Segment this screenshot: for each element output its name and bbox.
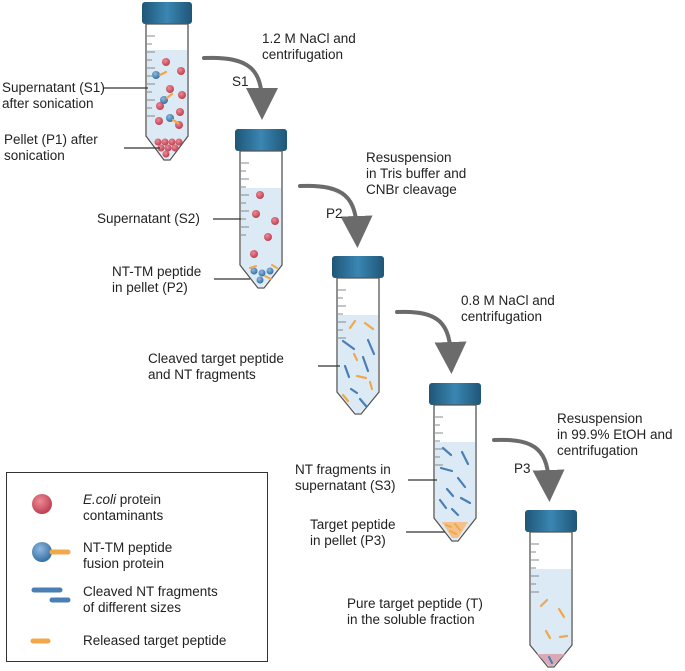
tube-cap [235,129,287,151]
step-4-label: P3 [514,461,531,476]
tube-cap [429,383,481,405]
tube-1 [142,2,192,161]
arrow-p2 [298,183,373,248]
contaminant-particles [250,191,279,258]
red-circle-icon [32,494,52,514]
tube-5 [525,510,577,668]
contaminant-particles [155,58,186,129]
tube-2 [235,129,287,289]
fragments-and-peptides [341,319,376,408]
callout-supernatant-s2: Supernatant (S2) [97,211,200,226]
legend [6,472,268,662]
pellet-p2 [249,264,278,284]
step-2-label: P2 [326,206,343,221]
tube-cap [142,2,192,24]
callout-lines [104,87,445,533]
fusion-protein-icon [32,542,71,562]
legend-item-contaminants: E.coli protein contaminants [83,492,164,523]
arrow-s1 [202,55,278,120]
step-1-label: S1 [232,74,249,89]
tube-3 [332,256,384,415]
arrow-nacl [395,309,467,374]
legend-item-target-peptide: Released target peptide [83,633,227,648]
nt-fragments [438,446,472,517]
fusion-particles [152,70,180,125]
pellet-p3 [442,522,468,538]
callout-supernatant-s1: Supernatant (S1)after sonication [2,80,105,111]
pellet-p1 [154,138,183,158]
callout-pure-target: Pure target peptide (T)in the soluble fr… [347,596,483,627]
tube-cap [332,256,384,278]
tube-4 [429,383,481,542]
target-peptides [539,598,569,640]
process-arrows [202,55,565,502]
nt-fragments-icon [31,587,71,603]
legend-icons [30,494,71,644]
arrow-p3 [492,437,565,502]
tube-cap [525,510,577,532]
